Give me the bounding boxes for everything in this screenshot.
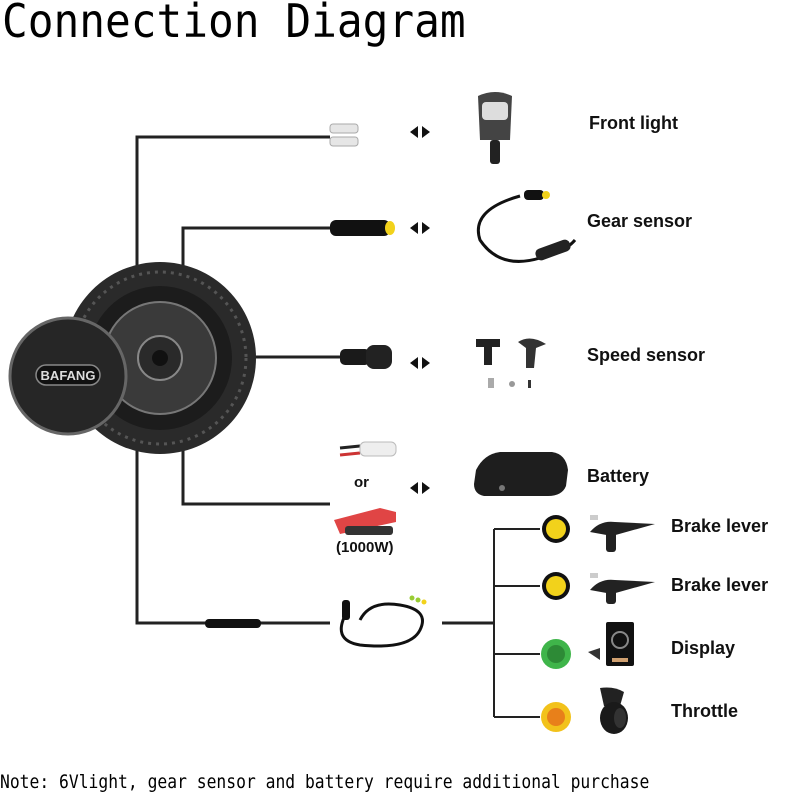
motor-brand-label: BAFANG [41, 368, 96, 383]
battery-connector-1000w [334, 508, 396, 535]
front-light-connector [329, 123, 359, 147]
gear-sensor-connector [330, 220, 395, 236]
speed-sensor-connector [340, 345, 392, 369]
harness-cable [205, 595, 427, 648]
front-light-icon [478, 92, 512, 164]
wires [135, 135, 540, 718]
speed-sensor-icon [476, 338, 546, 388]
footnote: Note: 6Vlight, gear sensor and battery r… [0, 771, 650, 793]
label-1000w: (1000W) [336, 539, 394, 556]
label-brake-lever-2: Brake lever [671, 575, 769, 595]
bidirectional-arrow-icon [410, 126, 430, 138]
battery-icon [474, 452, 568, 496]
bidirectional-arrow-icon [410, 357, 430, 369]
label-battery: Battery [587, 466, 650, 486]
bidirectional-arrow-icon [410, 482, 430, 494]
label-gear-sensor: Gear sensor [587, 211, 693, 231]
battery-connector-standard [339, 441, 397, 457]
label-front-light: Front light [589, 113, 678, 133]
label-brake-lever-1: Brake lever [671, 516, 769, 536]
diagram-title: Connection Diagram [2, 0, 466, 48]
brake-lever-2-icon [590, 573, 655, 604]
bidirectional-arrow-icon [410, 222, 430, 234]
wire-harness [135, 450, 330, 625]
wire-front-light [135, 135, 330, 270]
display-connector [541, 639, 571, 669]
brake-lever-1-connector [542, 515, 570, 543]
wire-battery [181, 450, 330, 506]
label-display: Display [671, 638, 736, 658]
motor-unit: BAFANG [8, 262, 256, 454]
throttle-icon [600, 687, 628, 734]
gear-sensor-icon [477, 190, 577, 263]
label-throttle: Throttle [671, 701, 738, 721]
throttle-connector [541, 702, 571, 732]
brake-lever-2-connector [542, 572, 570, 600]
wire-gear-sensor [181, 226, 330, 270]
harness-inline-connector [205, 619, 261, 628]
display-icon [588, 622, 634, 666]
label-speed-sensor: Speed sensor [587, 345, 706, 365]
label-or: or [354, 474, 369, 491]
brake-lever-1-icon [590, 515, 655, 552]
